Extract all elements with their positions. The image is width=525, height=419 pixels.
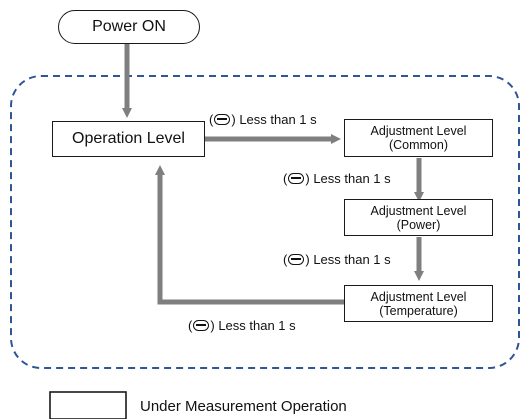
transition-text: Less than 1 s (218, 318, 296, 333)
operation-region-border (10, 75, 520, 369)
adj-power-line2: (Power) (396, 217, 441, 232)
adj-common-line1: Adjustment Level (370, 124, 467, 138)
legend-swatch (49, 391, 127, 419)
key-icon (193, 320, 210, 331)
adj-temperature-line2: (Temperature) (379, 303, 458, 318)
power-on-node: Power ON (58, 10, 200, 44)
operation-level-node: Operation Level (52, 121, 205, 157)
arrow-temperature-to-operation (155, 165, 345, 305)
transition-label-common-to-power: () Less than 1 s (283, 171, 391, 186)
transition-label-temperature-to-operation: () Less than 1 s (188, 318, 296, 333)
transition-label-operation-to-common: () Less than 1 s (209, 112, 317, 127)
adjustment-level-power-node: Adjustment Level (Power) (344, 199, 493, 236)
adj-power-line1: Adjustment Level (370, 203, 467, 218)
adj-common-line2: (Common) (388, 138, 449, 152)
transition-text: Less than 1 s (313, 252, 391, 267)
key-icon (288, 254, 305, 265)
operation-level-label: Operation Level (72, 130, 185, 147)
transition-text: Less than 1 s (239, 112, 317, 127)
legend-label: Under Measurement Operation (140, 398, 347, 415)
transition-text: Less than 1 s (313, 171, 391, 186)
adj-temperature-line1: Adjustment Level (370, 289, 467, 304)
transition-label-power-to-temperature: () Less than 1 s (283, 252, 391, 267)
adjustment-level-common-node: Adjustment Level (Common) (344, 119, 493, 157)
adjustment-level-temperature-node: Adjustment Level (Temperature) (344, 285, 493, 322)
power-on-label: Power ON (92, 18, 166, 35)
key-icon (214, 114, 231, 125)
key-icon (288, 173, 305, 184)
